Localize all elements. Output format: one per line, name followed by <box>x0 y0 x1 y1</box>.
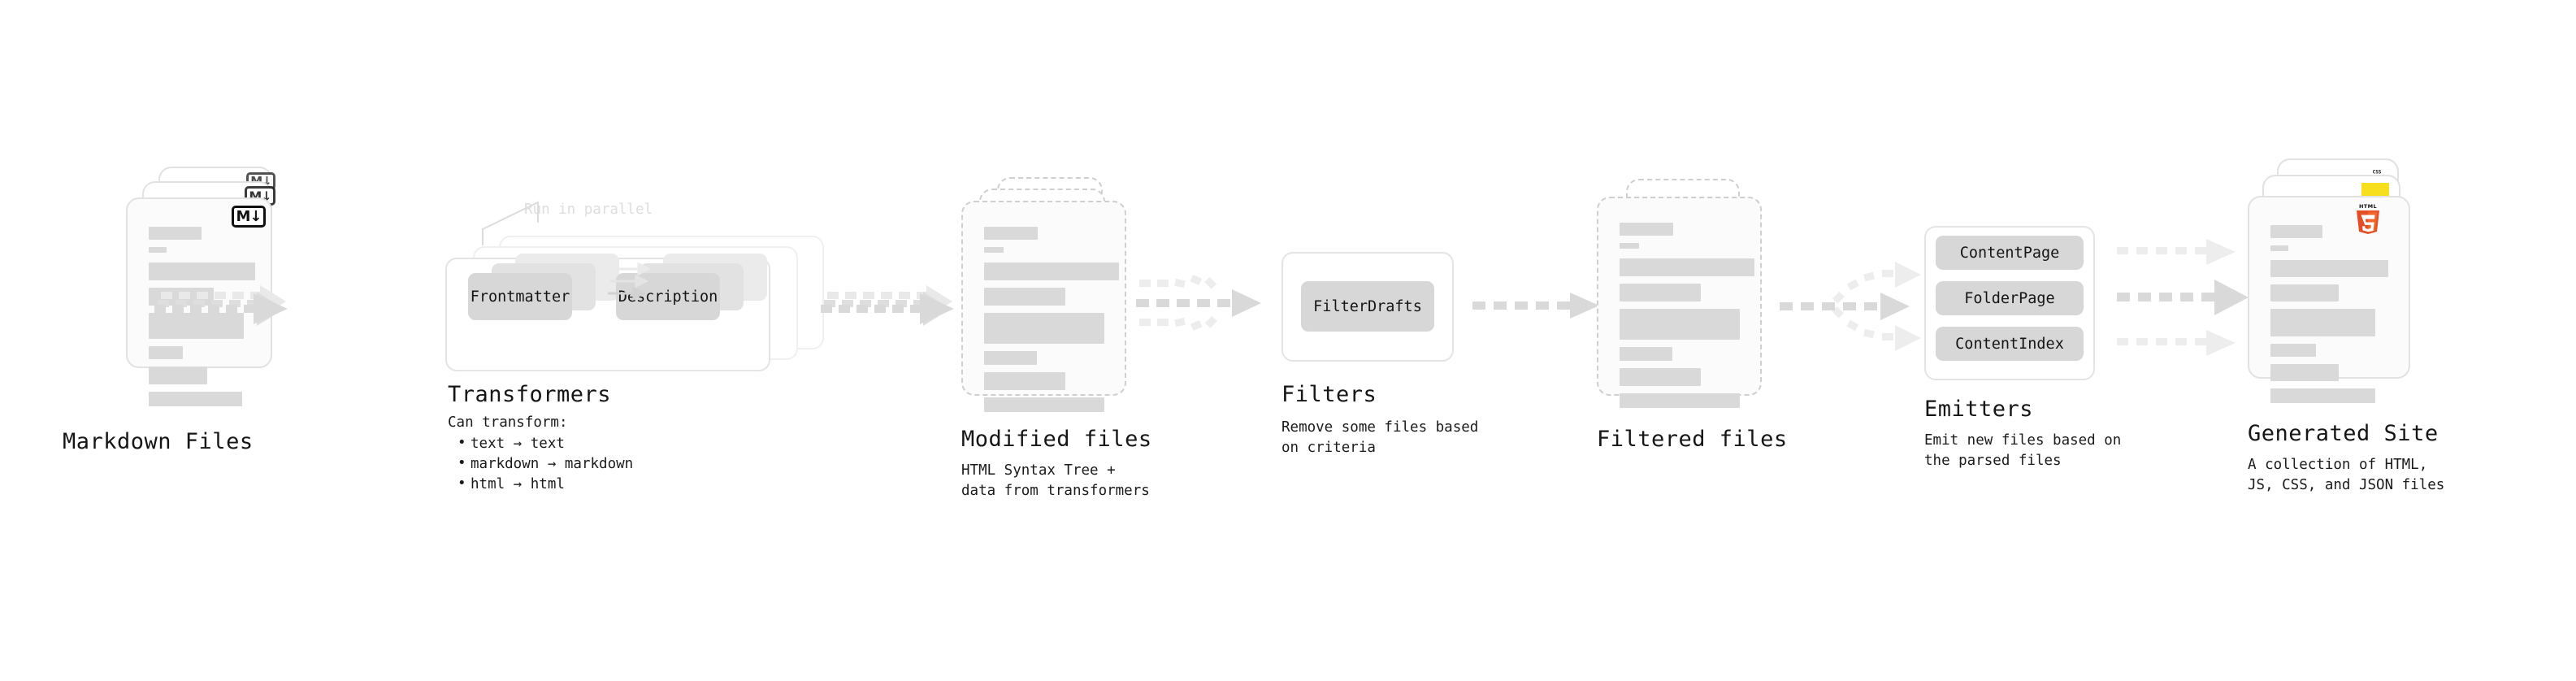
filtered-files-stack <box>1597 179 1784 439</box>
markdown-files-title: Markdown Files <box>63 429 254 454</box>
doc-line <box>1620 368 1701 386</box>
doc-line <box>2270 260 2388 277</box>
doc-line <box>1620 243 1639 249</box>
doc-line <box>984 372 1065 390</box>
transformers-bullet-list: text → text markdown → markdown html → h… <box>448 433 633 495</box>
filtered-files-title: Filtered files <box>1597 427 1788 452</box>
connector-modified-to-filters <box>1136 268 1282 349</box>
connector-transformers-to-modified <box>821 280 975 337</box>
modified-files-title: Modified files <box>961 427 1152 452</box>
doc-line <box>984 288 1065 306</box>
html5-icon: HTML <box>2353 202 2383 234</box>
markdown-icon-front: M↓ <box>232 206 266 228</box>
emitter-chip-contentindex[interactable]: ContentIndex <box>1936 327 2084 361</box>
doc-line <box>984 262 1119 280</box>
filters-subtitle: Remove some files based on criteria <box>1281 419 1479 456</box>
emitters-subtitle: Emit new files based on the parsed files <box>1924 432 2122 469</box>
generated-site-stack: CSS HTML <box>2248 158 2451 443</box>
emitters-title: Emitters <box>1924 397 2034 422</box>
site-card-front <box>2248 196 2410 403</box>
generated-site-title: Generated Site <box>2248 421 2439 446</box>
filter-chip-label: FilterDrafts <box>1313 297 1422 315</box>
transformer-chip-frontmatter[interactable]: Frontmatter <box>468 273 572 320</box>
svg-text:CSS: CSS <box>2373 170 2382 176</box>
modified-card-lines <box>984 227 1119 419</box>
doc-line <box>2270 225 2322 238</box>
filtered-card-front <box>1597 197 1762 408</box>
site-card-lines <box>2270 225 2388 410</box>
doc-line <box>984 313 1104 344</box>
doc-line <box>149 367 207 384</box>
connector-emitters-to-site <box>2117 228 2267 370</box>
doc-line <box>2270 284 2339 301</box>
doc-line <box>2270 364 2339 381</box>
transformers-bullet-item: html → html <box>458 474 633 495</box>
emitter-chip-label: ContentIndex <box>1955 335 2064 353</box>
emitter-chip-folderpage[interactable]: FolderPage <box>1936 281 2084 315</box>
doc-line <box>1620 309 1740 340</box>
doc-line <box>2270 344 2316 357</box>
modified-files-subtitle: HTML Syntax Tree + data from transformer… <box>961 462 1150 499</box>
connector-filters-to-filtered <box>1472 291 1611 328</box>
doc-line <box>149 227 202 240</box>
emitters-group: ContentPage FolderPage ContentIndex <box>1924 226 2111 388</box>
doc-line <box>149 262 255 280</box>
doc-line <box>1620 347 1672 361</box>
markdown-icon-glyph: M↓ <box>236 208 262 225</box>
transformers-bullets: Can transform: text → text markdown → ma… <box>448 413 633 495</box>
doc-line <box>1620 284 1701 301</box>
doc-line <box>984 227 1038 240</box>
filter-chip-filterdrafts[interactable]: FilterDrafts <box>1301 281 1434 332</box>
transformer-inner-arrows <box>574 260 652 333</box>
doc-line <box>149 313 244 339</box>
run-in-parallel-callout <box>481 198 570 247</box>
filters-group: FilterDrafts <box>1281 252 1460 366</box>
doc-line <box>149 392 242 406</box>
emitter-chip-label: FolderPage <box>1964 289 2055 307</box>
filtered-card-lines <box>1620 223 1754 415</box>
transformers-bullet-item: text → text <box>458 433 633 454</box>
connector-markdown-to-transformers <box>154 280 447 337</box>
run-in-parallel-label: Run in parallel <box>524 202 653 218</box>
doc-line <box>2270 309 2375 336</box>
doc-line <box>1620 393 1740 408</box>
doc-line <box>984 397 1104 412</box>
transformers-bullet-item: markdown → markdown <box>458 453 633 475</box>
doc-line <box>1620 258 1754 276</box>
modified-card-front <box>961 201 1126 412</box>
modified-files-stack <box>961 177 1148 437</box>
connector-filtered-to-emitters <box>1780 244 1938 358</box>
emitter-chip-label: ContentPage <box>1959 244 2060 262</box>
emitter-chip-contentpage[interactable]: ContentPage <box>1936 236 2084 270</box>
doc-line <box>2270 245 2288 251</box>
transformers-group: Frontmatter Description <box>445 218 835 380</box>
doc-line <box>149 346 183 359</box>
doc-line <box>984 351 1037 365</box>
svg-text:HTML: HTML <box>2359 203 2377 210</box>
doc-line <box>1620 223 1673 236</box>
transformers-bullets-head: Can transform: <box>448 414 568 431</box>
doc-line <box>149 247 167 253</box>
filters-title: Filters <box>1281 382 1377 407</box>
transformers-title: Transformers <box>448 382 612 407</box>
doc-line <box>984 247 1004 253</box>
doc-line <box>2270 388 2375 403</box>
js-icon <box>2361 183 2389 198</box>
generated-site-subtitle: A collection of HTML, JS, CSS, and JSON … <box>2248 457 2445 493</box>
markdown-files-stack: M↓ M↓ M↓ <box>126 167 321 435</box>
transformer-chip-label: Frontmatter <box>470 288 570 306</box>
